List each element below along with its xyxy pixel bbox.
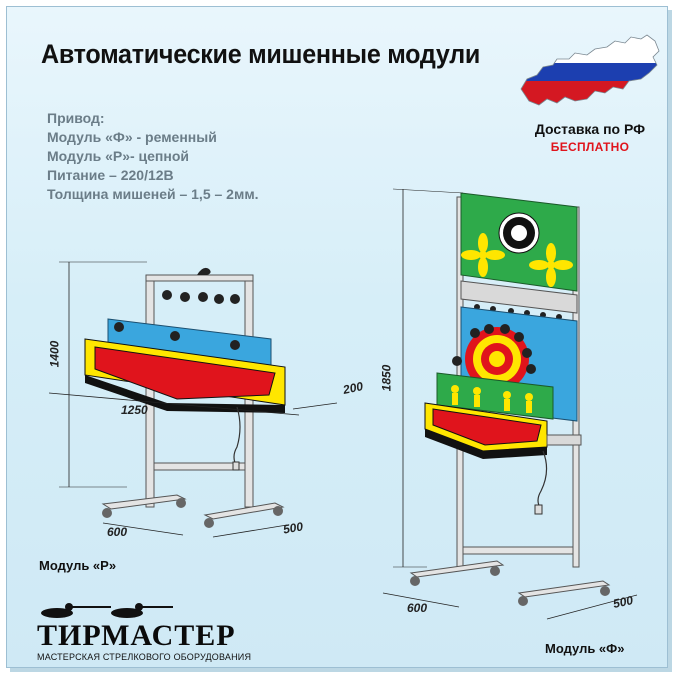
spec-line: Толщина мишеней – 1,5 – 2мм. xyxy=(47,186,259,202)
logo-wordmark: ТИРМАСТЕР xyxy=(37,619,236,652)
module-r-caption: Модуль «Р» xyxy=(39,558,117,573)
page-title: Автоматические мишенные модули xyxy=(41,39,481,69)
dim-r-width: 1250 xyxy=(121,403,148,417)
shooters-silhouette-icon xyxy=(41,603,173,618)
dim-f-base-width: 600 xyxy=(407,601,428,615)
dim-f-height: 1850 xyxy=(379,364,394,392)
spec-list: Привод: Модуль «Ф» - ременный Модуль «Р»… xyxy=(47,109,259,204)
logo-tagline: МАСТЕРСКАЯ СТРЕЛКОВОГО ОБОРУДОВАНИЯ xyxy=(37,652,252,662)
poster: Автоматические мишенные модули Привод: М… xyxy=(6,6,668,668)
spec-line: Питание – 220/12В xyxy=(47,167,174,183)
delivery-label: Доставка по РФ xyxy=(534,121,646,137)
module-r-drawing xyxy=(48,261,338,538)
module-f-caption: Модуль «Ф» xyxy=(545,641,625,656)
russia-flag-map-icon xyxy=(520,34,660,106)
dim-r-base-width: 600 xyxy=(107,525,128,539)
spec-line: Модуль «Ф» - ременный xyxy=(47,129,217,145)
module-f-drawing xyxy=(382,188,638,620)
spec-line: Модуль «Р»- цепной xyxy=(47,148,190,164)
delivery-free-badge: БЕСПЛАТНО xyxy=(550,140,630,154)
spec-line: Привод: xyxy=(47,110,105,126)
